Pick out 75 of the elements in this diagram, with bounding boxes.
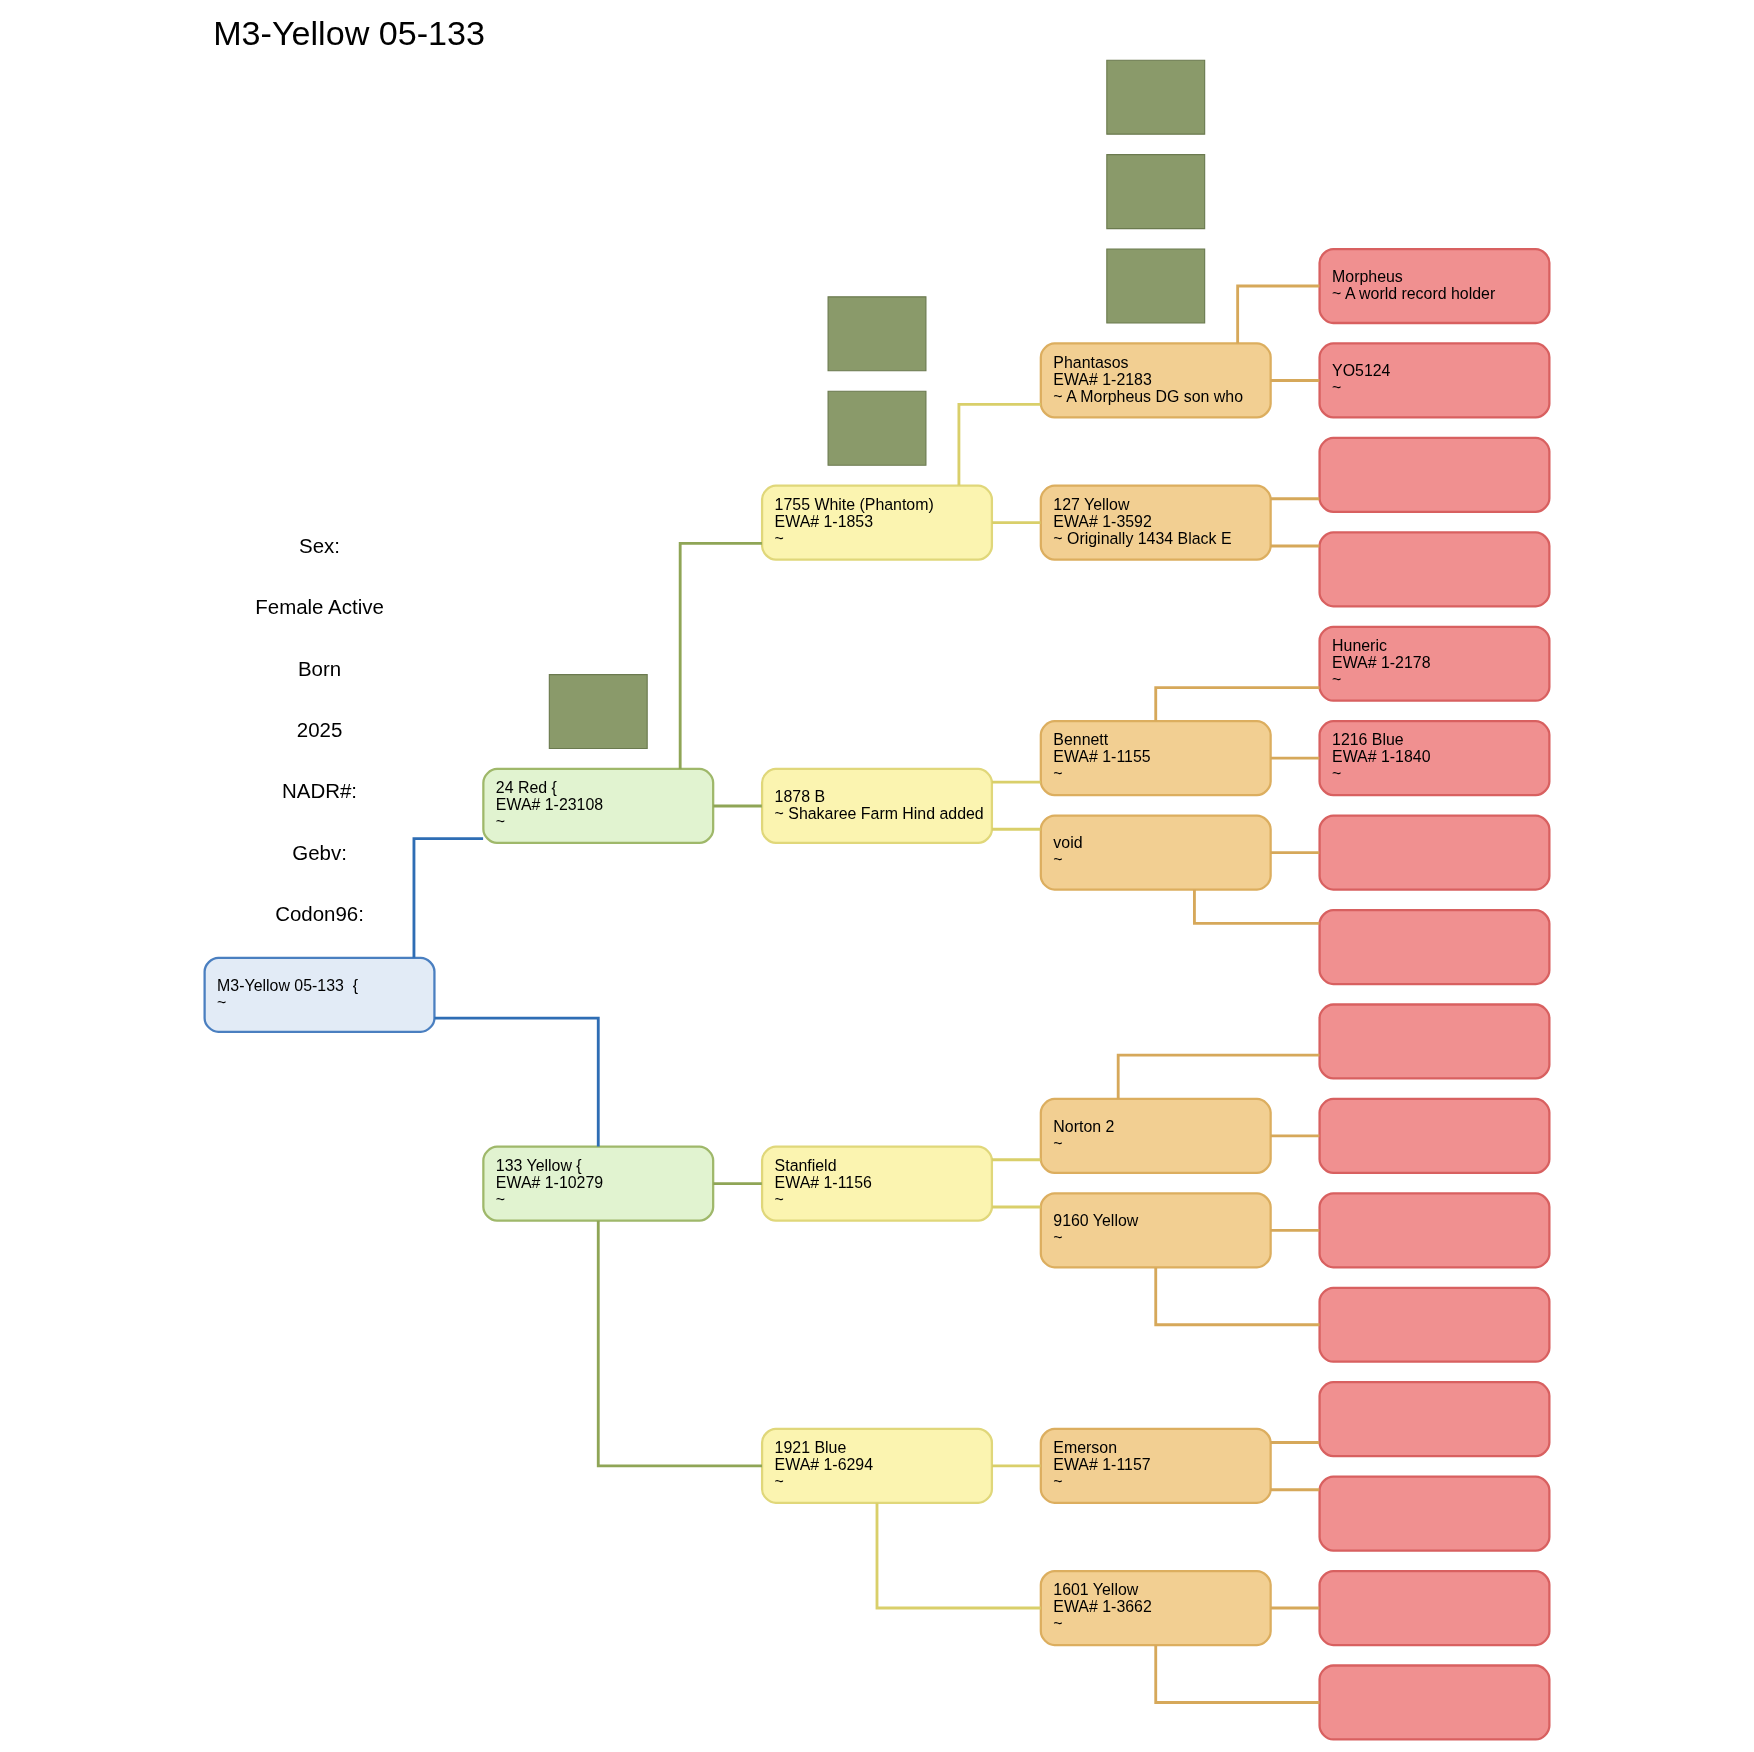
connector [1154,1644,1320,1704]
connector [875,1502,1041,1609]
connector [1154,1267,1320,1326]
node-box: Emerson EWA# 1-1157 ~ [1039,1427,1272,1504]
node-box [827,295,927,371]
node-box [1318,908,1551,985]
node-box [1318,1663,1551,1741]
node-box: 1755 White (Phantom) EWA# 1-1853 ~ [760,484,994,561]
node-box: Morpheus ~ A world record holder [1318,247,1551,324]
node-box [1106,59,1206,135]
connector [1270,756,1320,760]
node-box: void ~ [1039,814,1272,891]
connector [1270,1440,1320,1444]
label: Born [297,656,342,680]
label: Female Active [255,594,384,618]
node-box: Huneric EWA# 1-2178 ~ [1318,625,1551,702]
node-box [1106,153,1206,229]
connector [1270,1228,1320,1232]
connector [1154,685,1320,721]
connector [1270,378,1320,382]
node-box [1318,1097,1551,1174]
node-box [1318,1380,1551,1457]
node-box: M3-Yellow 05-133 { ~ [203,956,436,1033]
node-box [1318,1286,1551,1363]
label: Sex: [299,533,341,557]
connector [992,1463,1041,1467]
connector [992,780,1041,783]
node-box: Stanfield EWA# 1-1156 ~ [760,1145,994,1222]
connector [992,1157,1041,1161]
connector [412,836,484,958]
node-box [827,390,927,466]
node-box [1318,814,1551,891]
connector [1116,1053,1320,1099]
node-box [1318,1191,1551,1268]
connector [1236,284,1320,343]
connector [957,402,1041,486]
connector [713,1181,762,1185]
connector [992,520,1041,524]
node-box: 133 Yellow { EWA# 1-10279 ~ [482,1145,715,1222]
node-box: Norton 2 ~ [1039,1097,1272,1174]
node-box [548,673,648,749]
connector [1270,1487,1320,1491]
connector [1270,544,1320,547]
node-box: Phantasos EWA# 1-2183 ~ A Morpheus DG son who [1039,341,1272,419]
node-box [1318,1002,1551,1080]
connector [1193,889,1320,925]
node-box [1318,1569,1551,1646]
diagram-title: M3-Yellow 05-133 [213,13,486,52]
label: 2025 [296,717,343,741]
node-box: 1921 Blue EWA# 1-6294 ~ [760,1427,994,1504]
node-box: Bennett EWA# 1-1155 ~ [1039,719,1272,796]
connector [713,804,762,807]
connector [596,1220,762,1467]
connector [992,827,1041,831]
node-box: 24 Red { EWA# 1-23108 ~ [482,767,715,844]
node-box: 1601 Yellow EWA# 1-3662 ~ [1039,1569,1272,1646]
label: Gebv: [292,840,347,864]
node-box [1318,436,1551,513]
label: Codon96: [275,901,364,925]
connector [1270,1606,1320,1609]
node-box: 1878 B ~ Shakaree Farm Hind added [760,767,994,844]
node-box: YO5124 ~ [1318,341,1551,419]
connector [992,1205,1041,1208]
node-box: 9160 Yellow ~ [1039,1191,1272,1268]
node-box: 1216 Blue EWA# 1-1840 ~ [1318,719,1551,796]
connector [1270,1134,1320,1137]
label: NADR#: [281,778,358,802]
connector [678,541,762,769]
node-box [1106,248,1206,324]
node-box [1318,1475,1551,1552]
node-box: 127 Yellow EWA# 1-3592 ~ Originally 1434 Black E [1039,484,1272,561]
connector [1270,850,1320,854]
connector [1270,496,1320,500]
node-box [1318,530,1551,607]
connector [434,1016,600,1147]
